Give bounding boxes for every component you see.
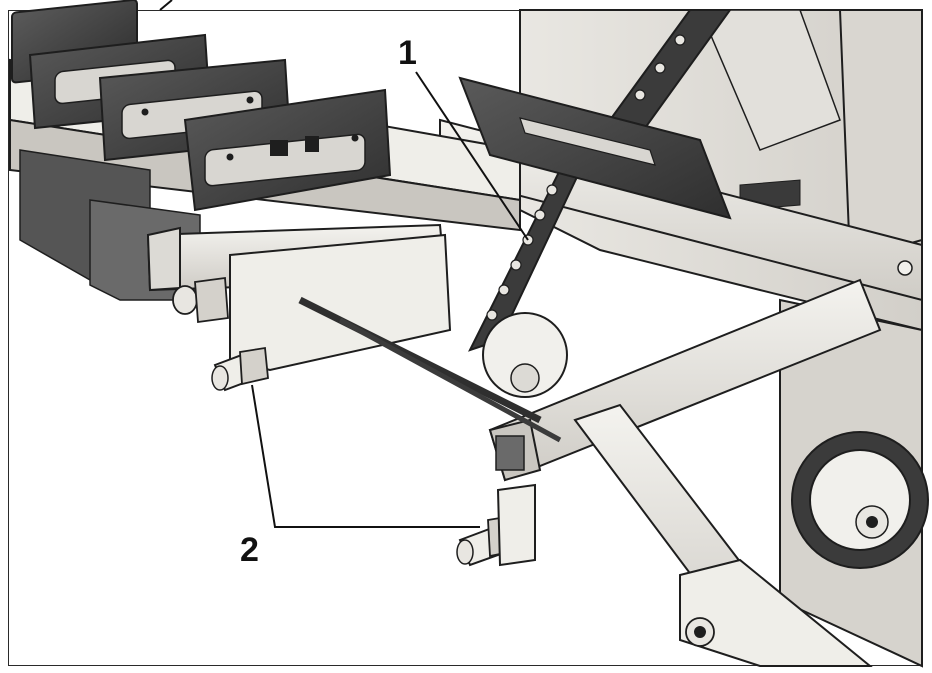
chain-guide-plate — [458, 76, 732, 220]
adjustment-bolt-lower — [456, 483, 536, 567]
frame-bolt-left — [172, 276, 229, 324]
center-sprocket — [482, 312, 568, 398]
paddle-4 — [183, 88, 392, 212]
lower-sprocket — [791, 431, 929, 569]
leader-2 — [251, 384, 480, 528]
tensioner-frame — [146, 223, 882, 667]
scraper-paddles — [11, 0, 392, 212]
leader-1 — [415, 71, 529, 241]
callout-label-2: 2 — [240, 531, 259, 569]
callout-label-1: 1 — [398, 34, 417, 72]
callout-leaders — [159, 0, 529, 528]
machine-housing — [519, 9, 923, 668]
adjustment-bolt-upper — [211, 346, 269, 392]
